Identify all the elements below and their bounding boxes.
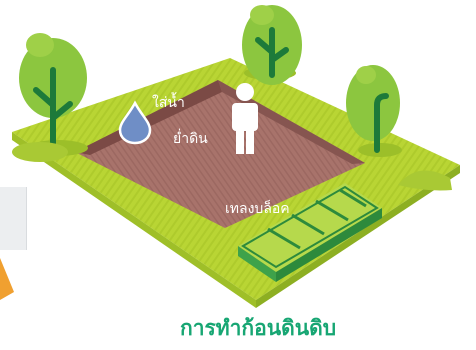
person-icon [232, 83, 258, 154]
ground-edge-right [256, 165, 460, 308]
water-drop-icon [118, 100, 152, 145]
tree-right [346, 65, 402, 157]
brick-mold-icon [238, 183, 382, 282]
ground-edge-left [12, 132, 256, 308]
label-add-water: ใส่น้ำ [152, 95, 185, 111]
tree-left [19, 33, 88, 156]
soil-pit [75, 80, 365, 228]
orange-accent [0, 258, 14, 300]
tree-top [242, 5, 302, 85]
bush-left [12, 142, 68, 162]
label-stomp-soil: ย่ำดิน [173, 131, 208, 147]
side-panel [0, 187, 27, 250]
label-block-mold: เทลงบล็อค [225, 201, 290, 217]
diagram-caption: การทำก้อนดินดิบ [180, 316, 337, 340]
bush-right [398, 170, 452, 191]
